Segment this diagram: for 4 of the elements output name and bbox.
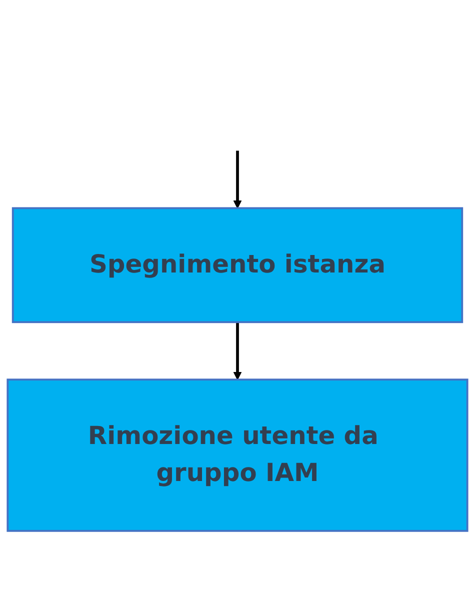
arrow [233,322,242,380]
node-box: Spegnimento istanza [12,207,464,324]
node-box: Rimozione utente da gruppo IAM [6,378,468,532]
arrow [233,150,242,209]
